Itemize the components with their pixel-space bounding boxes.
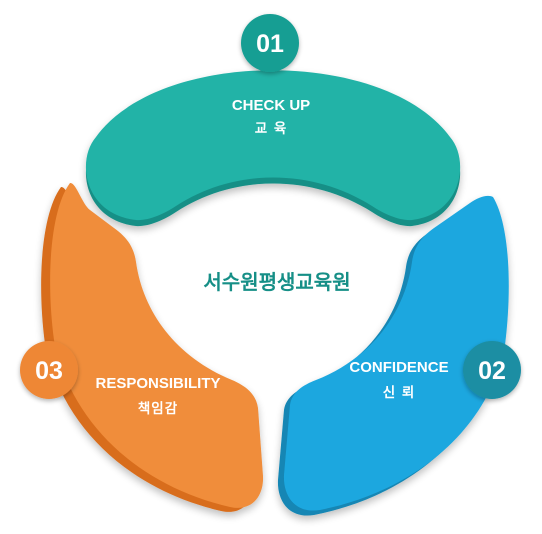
segment-check-up <box>85 70 461 227</box>
segment-check-up-title: CHECK UP <box>232 97 310 114</box>
badge-03-circle <box>20 341 78 399</box>
segment-confidence-subtitle: 신 뢰 <box>383 385 416 401</box>
badge-01-number: 01 <box>256 30 284 58</box>
badge-01-circle <box>241 14 299 72</box>
segment-responsibility-subtitle: 책임감 <box>138 400 178 417</box>
badge-03-number: 03 <box>35 357 63 385</box>
badge-02-number: 02 <box>478 357 506 385</box>
segment-check-up-face <box>85 70 461 221</box>
segment-confidence <box>277 195 509 516</box>
segment-responsibility-title: RESPONSIBILITY <box>95 375 220 392</box>
badge-02: 02 <box>463 341 521 399</box>
segment-confidence-title: CONFIDENCE <box>349 359 448 376</box>
segment-responsibility-face <box>50 182 264 508</box>
badge-03: 03 <box>20 341 78 399</box>
badge-02-circle <box>463 341 521 399</box>
badge-01: 01 <box>241 14 299 72</box>
segment-confidence-face <box>283 195 509 511</box>
segment-responsibility <box>41 182 264 512</box>
center-title: 서수원평생교육원 <box>203 270 350 294</box>
segment-check-up-subtitle: 교 육 <box>255 121 288 137</box>
